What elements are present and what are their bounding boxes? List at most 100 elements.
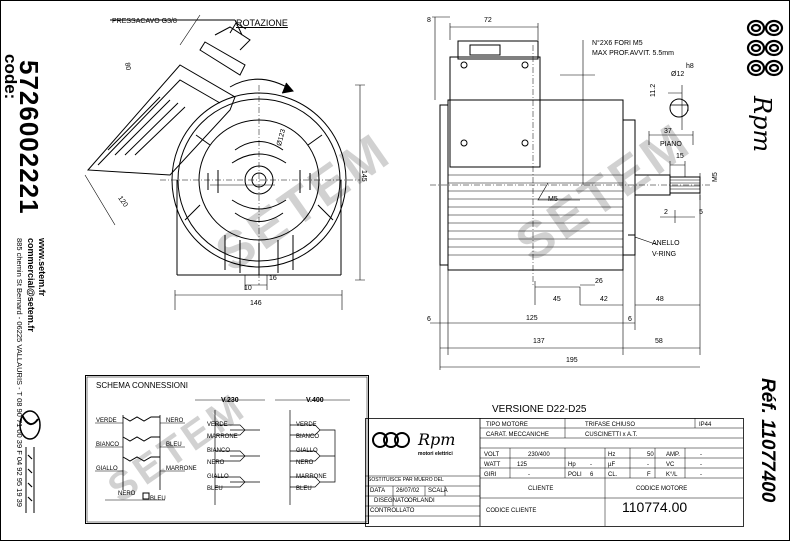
schema-box [85, 375, 369, 524]
dim-26: 26 [595, 278, 603, 285]
setem-logo-icon [19, 410, 41, 513]
volt-value: 230/400 [528, 452, 550, 458]
side-view-drawing [84, 14, 365, 310]
logo-rpm: Rpm [418, 430, 456, 449]
uf-label: µF [608, 462, 616, 468]
kg-label: K°/L [666, 472, 678, 478]
v230-label-2: BIANCO [207, 448, 231, 454]
vc-label: VC [666, 462, 675, 468]
schema-bottom-nero: NERO [118, 491, 136, 497]
v230-label-1: MARRONE [207, 434, 238, 440]
version-title: VERSIONE D22-D25 [492, 404, 587, 415]
dim-11-2: 11.2 [650, 83, 657, 97]
dim-48: 48 [656, 296, 664, 303]
disegnato-value: ORLANDI [408, 498, 435, 504]
code-number: 5726002221 [14, 60, 44, 215]
tipo-motore-label: TIPO MOTORE [486, 422, 528, 428]
schema-title: SCHEMA CONNESSIONI [96, 381, 189, 390]
dim-16: 16 [269, 275, 277, 282]
watt-value: 125 [517, 462, 528, 468]
hz-value: 50 [647, 452, 654, 458]
data-value: 26/07/02 [396, 488, 420, 494]
rpm-coil-logo-icon [746, 19, 784, 77]
v400-label-5: BLEU [296, 486, 312, 492]
amp-value: - [700, 452, 702, 458]
dim-15: 15 [676, 153, 684, 160]
dim-72: 72 [484, 17, 492, 24]
controllato-label: CONTROLLATO [370, 508, 415, 514]
fori-note-line2: MAX PROF.AVVIT. 5.5mm [592, 50, 674, 57]
schema-left-label-2: GIALLO [96, 466, 118, 472]
v400-label-0: VERDE [296, 422, 317, 428]
schema-right-label-1: BLEU [166, 442, 182, 448]
schema-left-label-0: VERDE [96, 418, 117, 424]
v230-label-3: NERO [207, 460, 225, 466]
dim-146: 146 [250, 300, 262, 307]
logo-sub: motori elettrici [418, 451, 453, 457]
disegnato-label: DISEGNATO [374, 498, 409, 504]
carat-label: CARAT. MECCANICHE [486, 432, 549, 438]
ip-value: IP44 [699, 422, 712, 428]
giri-value: - [528, 472, 530, 478]
front-view-drawing [430, 16, 710, 370]
v400-label: V.400 [306, 397, 324, 404]
v230-label-4: GIALLO [207, 474, 229, 480]
schema-right-label-0: NERO [166, 418, 184, 424]
dim-m5: M5 [548, 196, 558, 203]
v400-label-4: MARRONE [296, 474, 327, 480]
dim-8: 8 [427, 17, 431, 24]
cl-value: F [647, 472, 651, 478]
dim-45: 45 [553, 296, 561, 303]
dim-125: 125 [526, 315, 538, 322]
dim-137: 137 [533, 338, 545, 345]
tipo-motore-value: TRIFASE CHIUSO [585, 422, 636, 428]
reference-number: Réf. 11077400 [757, 378, 778, 503]
watt-label: WATT [484, 462, 501, 468]
vring-label: V-RING [652, 251, 677, 258]
schema-left-label-1: BIANCO [96, 442, 120, 448]
dim-6a: 6 [427, 316, 431, 323]
dim-12: Ø12 [671, 71, 685, 78]
schema-bottom-bleu: BLEU [150, 496, 166, 502]
poli-value: 6 [590, 472, 594, 478]
v400-label-2: GIALLO [296, 448, 318, 454]
brand-rpm: Rpm [748, 96, 776, 153]
poli-label: POLI [568, 472, 582, 478]
vc-value: - [700, 462, 702, 468]
hp-value: - [590, 462, 592, 468]
uf-value: - [647, 462, 649, 468]
dim-10: 10 [244, 285, 252, 292]
rotazione-label: ROTAZIONE [236, 18, 288, 28]
volt-label: VOLT [484, 452, 500, 458]
dim-58: 58 [655, 338, 663, 345]
amp-label: AMP. [666, 452, 680, 458]
dim-m5-shaft: M5 [712, 172, 719, 182]
scala-label: SCALA [428, 488, 448, 494]
sostituisce-label: SOSTITUISCE PAR MUERO DEL [368, 477, 444, 483]
v230-label: V.230 [221, 397, 239, 404]
v400-label-1: BIANCO [296, 434, 320, 440]
email-link[interactable]: commercial@setem.fr [26, 238, 36, 332]
fori-note-line1: N°2X6 FORI M5 [592, 40, 643, 47]
cliente-label: CLIENTE [528, 486, 554, 492]
codice-motore-value: 110774.00 [622, 499, 688, 515]
dim-6b: 6 [628, 316, 632, 323]
schema-right-label-2: MARRONE [166, 466, 197, 472]
dim-h8: h8 [686, 63, 694, 70]
title-block-grid [365, 418, 744, 527]
kg-value: - [700, 472, 702, 478]
carat-value: CUSCINETTI x A.T. [585, 432, 638, 438]
dim-42: 42 [600, 296, 608, 303]
dim-195: 195 [566, 357, 578, 364]
v230-label-5: BLEU [207, 486, 223, 492]
website-link[interactable]: www.setem.fr [37, 238, 47, 297]
v230-label-0: VERDE [207, 422, 228, 428]
codice-cliente-label: CODICE CLIENTE [486, 508, 537, 514]
cl-label: CL. [608, 472, 618, 478]
dim-37: 37 [664, 128, 672, 135]
dim-80: 80 [123, 62, 132, 71]
codice-motore-label: CODICE MOTORE [636, 486, 688, 492]
hp-label: Hp [568, 462, 576, 468]
pressacavo-label: PRESSACAVO G3/8 [112, 18, 177, 25]
piano-label: PIANO [660, 141, 682, 148]
